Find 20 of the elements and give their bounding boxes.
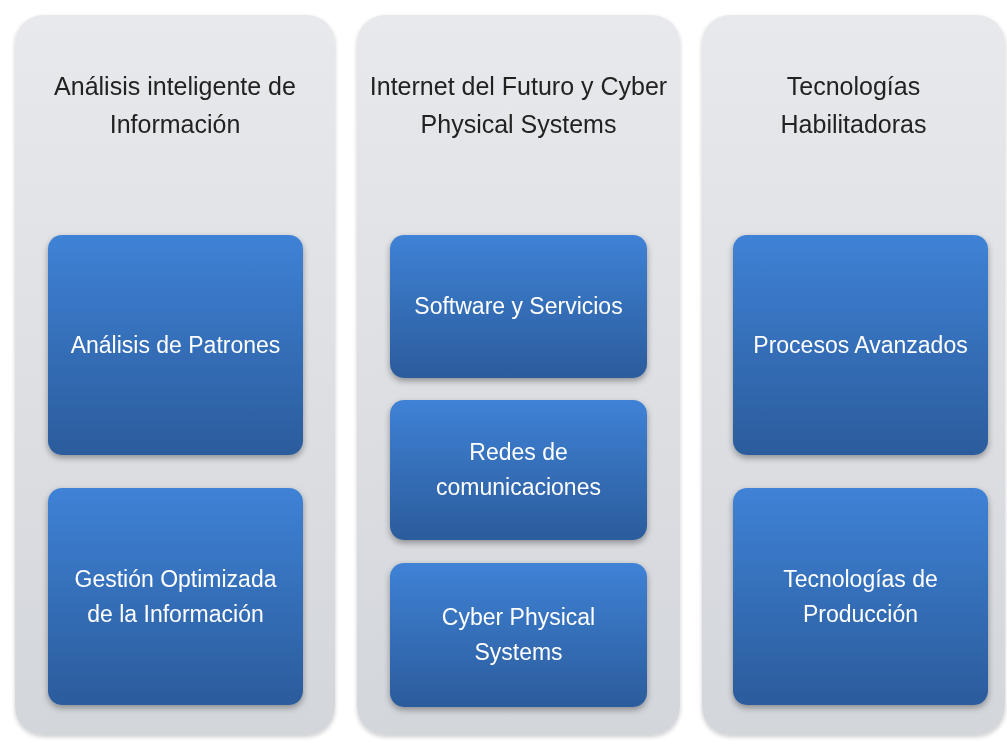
process-box [733,235,988,455]
box-label: Software y Servicios [414,292,623,321]
column-panel [357,15,680,735]
process-box [48,235,303,455]
column-heading: Tecnologías Habilitadoras [779,71,928,140]
box-label: Gestión Optimizada de la Información [73,564,278,629]
process-box [390,563,647,707]
box-label: Tecnologías de Producción [782,564,939,629]
box-label: Redes de comunicaciones [435,438,602,502]
column-panel [702,15,1005,735]
column-heading: Análisis inteligente de Información [53,71,297,140]
column-panel [15,15,335,735]
box-label: Cyber Physical Systems [440,603,597,667]
process-box [48,488,303,705]
process-box [390,400,647,540]
column-heading: Internet del Futuro y Cyber Physical Systems [369,71,668,140]
box-label: Análisis de Patrones [70,330,281,360]
box-label: Procesos Avanzados [753,330,968,360]
process-box [733,488,988,705]
process-box [390,235,647,378]
